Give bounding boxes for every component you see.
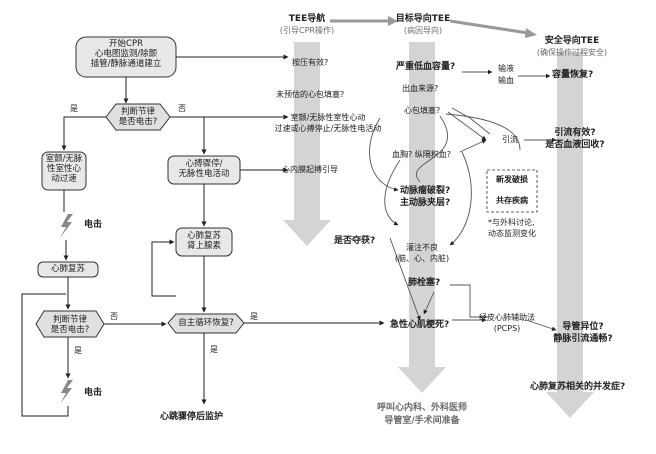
hemothorax-q: 血胸? 纵隔积血?	[392, 150, 452, 159]
tee-nav-q3a: 室颤/无脉性室性心动	[290, 113, 366, 122]
target-tee-subtitle: (病因导向)	[403, 26, 443, 35]
footer-line-2: 导管室/手术间准备	[384, 416, 460, 426]
start-line-3: 插管/静脉通道建立	[90, 59, 162, 70]
tee-nav-column-arrow	[283, 42, 331, 246]
cpr-complications-q: 心肺复苏相关的并发症?	[530, 382, 626, 392]
tee-nav-subtitle: (引导CPR操作)	[279, 26, 335, 35]
flow-connectors	[21, 54, 385, 417]
header-connector-arrows	[330, 16, 537, 38]
cannula-malposition-q: 导管异位?	[562, 322, 604, 332]
hypovolemia-q: 严重低血容量?	[396, 62, 456, 72]
start-line-1: 开始CPR	[109, 39, 143, 49]
start-cpr-text: 开始CPR 心电图监测/除颤 插管/静脉通道建立	[76, 39, 176, 70]
tee-nav-q1: 按压有效?	[292, 58, 329, 67]
cpr-epi-line-2: 肾上腺素	[186, 241, 221, 252]
start-line-2: 心电图监测/除颤	[94, 49, 158, 60]
cpr-epi-text: 心肺复苏 肾上腺素	[176, 231, 232, 251]
vf-line-2: 性室性心	[46, 164, 81, 175]
asystole-line-1: 心搏骤停/	[185, 159, 223, 169]
venous-drainage-q: 静脉引流通畅?	[553, 334, 613, 344]
asystole-text: 心搏骤停/ 无脉性电活动	[168, 159, 240, 179]
complication-dashed-box	[486, 169, 538, 213]
rosc-to-mi-label: 是	[250, 312, 258, 321]
cpr-box-text: 心肺复苏	[50, 264, 85, 274]
rosc-text: 自主循环恢复?	[178, 318, 234, 328]
tee-nav-title: TEE导航	[288, 14, 326, 24]
dissection-q: 主动脉夹层?	[400, 198, 451, 208]
safe-tee-column-arrow	[546, 52, 594, 418]
transfusion-label: 输血	[498, 76, 514, 85]
fluid-label: 输液	[498, 64, 514, 73]
bleeding-source-q: 出血来源?	[402, 84, 439, 93]
judge2-line-1: 判断节律	[52, 315, 87, 325]
judge2-no-label: 否	[110, 312, 118, 321]
tee-nav-q4: 心内膜起搏引导	[282, 165, 338, 174]
malperfusion-1: 灌注不良	[406, 243, 438, 252]
tamponade-q: 心包填塞?	[404, 106, 441, 115]
note-line-1: *与外科讨论,	[488, 218, 535, 227]
pcps-label-2: (PCPS)	[493, 324, 521, 333]
judge2-yes-label: 是	[74, 346, 82, 355]
footer-line-1: 呼叫心内科、外科医师	[376, 403, 467, 413]
tee-nav-q3b: 过速或心搏停止/无脉性电活动	[274, 124, 382, 133]
note-line-2: 动态监测变化	[488, 229, 536, 238]
aneurysm-q: 动脉瘤破裂?	[400, 186, 451, 196]
capture-q: 是否夺获?	[334, 236, 376, 246]
judge-rhythm-1-text: 判断节律 是否电击?	[106, 107, 170, 127]
coexisting-disease-label: 共存疾病	[496, 196, 528, 205]
malperfusion-2: (脑、心、内脏)	[394, 254, 450, 263]
lightning-icon	[60, 380, 73, 404]
tee-nav-q2: 未预估的心包填塞?	[276, 90, 345, 99]
new-damage-label: 新发破损	[496, 175, 528, 184]
drain-effective-q: 引流有效?	[554, 128, 596, 138]
drainage-label: 引流	[502, 135, 518, 144]
judge-rhythm-2-text: 判断节律 是否电击?	[38, 315, 102, 335]
lightning-icon	[60, 214, 73, 238]
judge1-no-label: 否	[178, 104, 186, 113]
pe-q: 肺栓塞?	[408, 278, 441, 288]
asystole-line-2: 无脉性电活动	[178, 169, 230, 180]
cpr-epi-line-1: 心肺复苏	[186, 231, 221, 241]
vf-text: 室颤/无脉 性室性心 动过速	[42, 154, 86, 185]
blood-recovery-q: 是否血液回收?	[545, 140, 605, 150]
tee-grey-connectors	[369, 69, 557, 331]
vf-line-3: 动过速	[51, 174, 77, 185]
volume-recovery-q: 容量恢复?	[552, 70, 594, 80]
target-tee-column-arrow	[398, 42, 446, 393]
safe-tee-subtitle: (确保操作过程安全)	[536, 48, 608, 57]
judge2-line-2: 是否电击?	[50, 325, 90, 336]
shock-label-2: 电击	[84, 388, 103, 398]
post-arrest-care: 心跳骤停后监护	[160, 412, 224, 422]
judge1-yes-label: 是	[70, 104, 78, 113]
mi-q: 急性心肌梗死?	[390, 320, 450, 330]
safe-tee-title: 安全导向TEE	[544, 36, 600, 46]
shock-label-1: 电击	[84, 220, 103, 230]
target-tee-title: 目标导向TEE	[395, 14, 451, 24]
judge1-line-1: 判断节律	[120, 107, 155, 117]
judge1-line-2: 是否电击?	[118, 117, 158, 128]
pcps-label-1: 经皮心肺辅助法	[479, 313, 535, 322]
rosc-yes-label: 是	[210, 345, 218, 354]
vf-line-1: 室颤/无脉	[45, 154, 83, 164]
